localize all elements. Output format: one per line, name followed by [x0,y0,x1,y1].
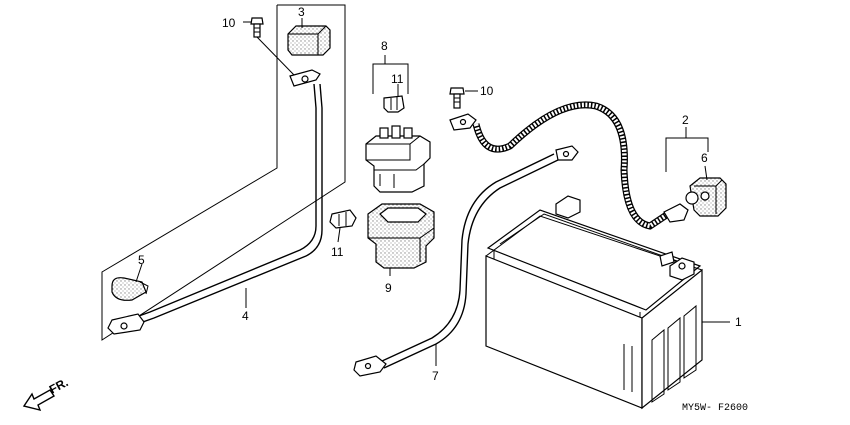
callout-10-left: 10 [222,16,236,30]
part-7-cable [353,145,579,377]
callout-7: 7 [432,369,439,383]
part-8-relay-assembly [365,55,431,193]
part-10-bolt-left [243,17,296,77]
leader-lines [245,18,399,308]
callout-3: 3 [298,5,305,19]
part-4-cable [107,69,323,335]
callout-11-lower: 11 [331,245,344,259]
callout-1: 1 [735,315,742,329]
callout-6: 6 [701,151,708,165]
callout-9: 9 [385,281,392,295]
diagram-code: MY5W- F2600 [682,403,748,414]
callout-10-right: 10 [480,84,494,98]
group-frame-cable-4 [101,4,346,341]
arrow-front-icon [22,389,56,412]
part-10-bolt-right [449,87,478,109]
part-11-fuse-lower [329,209,357,243]
part-3-cover-cap [287,20,331,56]
callouts: 1 2 3 4 5 6 7 8 9 10 10 11 11 [138,5,742,383]
callout-4: 4 [242,309,249,323]
part-2-harness [449,101,709,230]
callout-8: 8 [381,39,388,53]
front-direction-indicator: FR. [22,375,70,412]
callout-2: 2 [682,113,689,127]
part-1-battery [485,195,730,410]
part-9-relay-cover [367,203,435,276]
callout-5: 5 [138,253,145,267]
part-5-terminal-boot [111,263,149,301]
callout-11-upper: 11 [391,72,404,86]
part-6-terminal-boot [685,165,727,217]
